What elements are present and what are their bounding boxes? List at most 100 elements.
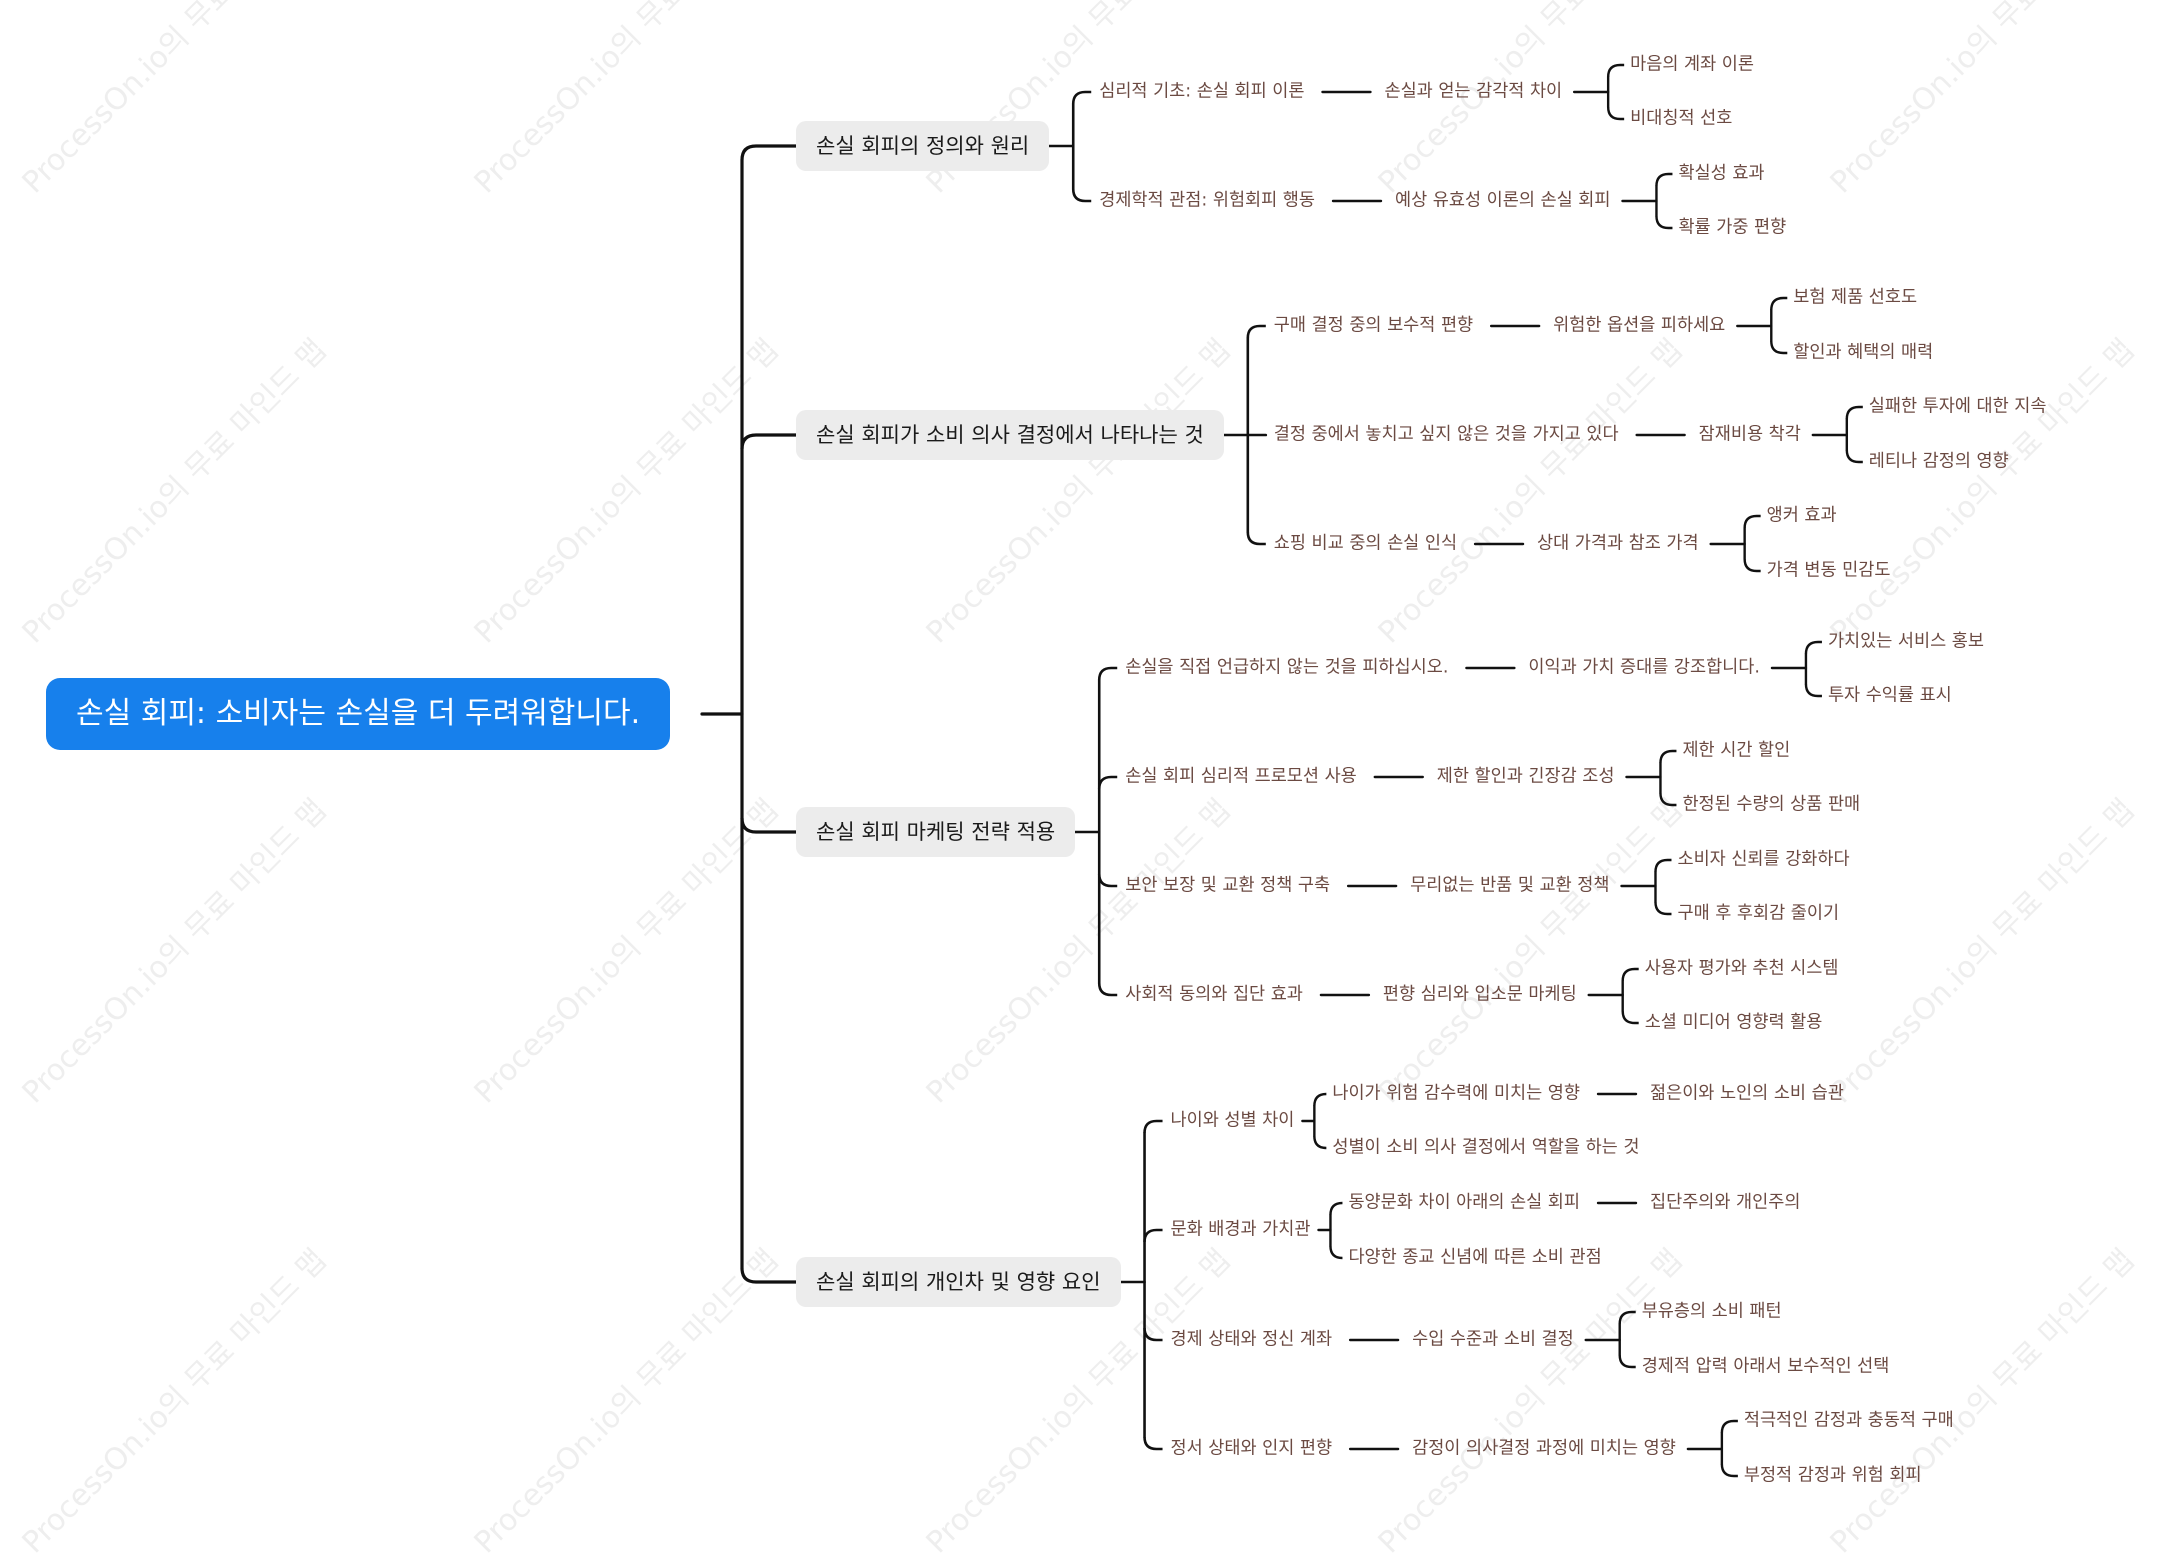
connector-bracket <box>1313 1135 1327 1150</box>
connector-bracket <box>1720 1463 1738 1478</box>
connector-bracket <box>1143 1436 1163 1451</box>
connector-bracket <box>1845 405 1863 420</box>
topic-level3[interactable]: 수입 수준과 소비 결정 <box>1412 1329 1574 1350</box>
branch-node[interactable]: 손실 회피의 정의와 원리 <box>796 121 1050 171</box>
connector-bracket <box>1606 106 1625 121</box>
connector-bracket <box>1743 558 1761 573</box>
topic-level4[interactable]: 구매 후 후회감 줄이기 <box>1677 903 1840 924</box>
connector-bracket <box>1313 1092 1327 1107</box>
branch-node[interactable]: 손실 회피가 소비 의사 결정에서 나타나는 것 <box>796 410 1224 460</box>
connector-bracket <box>740 433 796 450</box>
topic-level4[interactable]: 가격 변동 민감도 <box>1766 560 1891 581</box>
topic-level4[interactable]: 부유층의 소비 패턴 <box>1641 1301 1782 1322</box>
topic-level4[interactable]: 소셜 미디어 영향력 활용 <box>1644 1012 1823 1033</box>
topic-level4[interactable]: 비대칭적 선호 <box>1630 108 1733 129</box>
topic-level3[interactable]: 상대 가격과 참조 가격 <box>1537 533 1699 554</box>
connector-bracket <box>1659 749 1677 764</box>
topic-level3[interactable]: 이익과 가치 증대를 강조합니다. <box>1528 657 1760 678</box>
topic-level4[interactable]: 사용자 평가와 추천 시스템 <box>1644 958 1839 979</box>
topic-level2[interactable]: 경제 상태와 정신 계좌 <box>1170 1329 1333 1350</box>
connector-bracket <box>1743 514 1761 529</box>
topic-level4[interactable]: 제한 시간 할인 <box>1682 740 1791 761</box>
topic-level3[interactable]: 동양문화 차이 아래의 손실 회피 <box>1348 1192 1581 1213</box>
connector-bracket <box>1618 1310 1636 1325</box>
connector-bracket <box>1329 1245 1343 1260</box>
topic-level4[interactable]: 확실성 효과 <box>1678 163 1765 184</box>
connector-bracket <box>1618 1354 1636 1369</box>
connector-bracket <box>1143 1119 1163 1134</box>
connector-bracket <box>1720 1419 1738 1434</box>
topic-level4[interactable]: 적극적인 감정과 충동적 구매 <box>1743 1410 1954 1431</box>
topic-level2[interactable]: 문화 배경과 가치관 <box>1170 1219 1311 1240</box>
branch-node[interactable]: 손실 회피의 개인차 및 영향 요인 <box>796 1257 1121 1307</box>
topic-level4[interactable]: 레티나 감정의 영향 <box>1868 451 2009 472</box>
connector-bracket <box>1071 90 1092 105</box>
topic-level4[interactable]: 마음의 계좌 이론 <box>1630 54 1754 75</box>
connector-bracket <box>1329 1201 1343 1216</box>
connector-bracket <box>1246 531 1266 546</box>
topic-level3[interactable]: 예상 유효성 이론의 손실 회피 <box>1395 190 1611 211</box>
connector-bracket <box>1143 1228 1163 1243</box>
topic-level4[interactable]: 앵커 효과 <box>1766 505 1837 526</box>
connector-bracket <box>1097 775 1118 790</box>
connector-bracket <box>1621 1010 1639 1025</box>
topic-level3[interactable]: 나이가 위험 감수력에 미치는 영향 <box>1332 1083 1581 1104</box>
topic-level2[interactable]: 손실을 직접 언급하지 않는 것을 피하십시오. <box>1125 657 1449 678</box>
topic-level2[interactable]: 보안 보장 및 교환 정책 구축 <box>1125 875 1331 896</box>
topic-level4[interactable]: 실패한 투자에 대한 지속 <box>1868 396 2047 417</box>
topic-level2[interactable]: 구매 결정 중의 보수적 편향 <box>1273 315 1474 336</box>
connector-bracket <box>1246 324 1266 339</box>
topic-level4[interactable]: 집단주의와 개인주의 <box>1650 1192 1801 1213</box>
topic-level4[interactable]: 가치있는 서비스 홍보 <box>1827 631 1984 652</box>
topic-level4[interactable]: 투자 수익률 표시 <box>1827 685 1952 706</box>
topic-level4[interactable]: 보험 제품 선호도 <box>1793 287 1918 308</box>
topic-level2[interactable]: 경제학적 관점: 위험회피 행동 <box>1099 190 1316 211</box>
connector-bracket <box>1845 449 1863 464</box>
topic-level2[interactable]: 나이와 성별 차이 <box>1170 1110 1295 1131</box>
topic-level4[interactable]: 경제적 압력 아래서 보수적인 선택 <box>1641 1356 1890 1377</box>
connector-bracket <box>740 1267 796 1284</box>
connector-bracket <box>1621 967 1639 982</box>
connector-bracket <box>1097 666 1118 681</box>
topic-level4[interactable]: 확률 가중 편향 <box>1678 217 1787 238</box>
connector-bracket <box>1654 858 1672 873</box>
topic-level2[interactable]: 심리적 기초: 손실 회피 이론 <box>1099 81 1305 102</box>
topic-level3[interactable]: 무리없는 반품 및 교환 정책 <box>1410 875 1610 896</box>
topic-level3[interactable]: 편향 심리와 입소문 마케팅 <box>1382 984 1577 1005</box>
connector-bracket <box>1655 172 1673 187</box>
connector-bracket <box>1655 215 1673 230</box>
topic-level4[interactable]: 부정적 감정과 위험 회피 <box>1743 1465 1922 1486</box>
topic-level4[interactable]: 소비자 신뢰를 강화하다 <box>1677 849 1850 870</box>
connector-bracket <box>1804 640 1822 655</box>
branch-node[interactable]: 손실 회피 마케팅 전략 적용 <box>796 807 1076 857</box>
topic-level4[interactable]: 젊은이와 노인의 소비 습관 <box>1650 1083 1844 1104</box>
connector-bracket <box>1659 792 1677 807</box>
topic-level3[interactable]: 성별이 소비 의사 결정에서 역할을 하는 것 <box>1332 1137 1640 1158</box>
connector-bracket <box>1804 683 1822 698</box>
root-node[interactable]: 손실 회피: 소비자는 손실을 더 두려워합니다. <box>46 678 671 750</box>
topic-level3[interactable]: 위험한 옵션을 피하세요 <box>1553 315 1726 336</box>
connector-bracket <box>1770 296 1788 311</box>
topic-level3[interactable]: 손실과 얻는 감각적 차이 <box>1384 81 1563 102</box>
connector-bracket <box>1097 873 1118 888</box>
connector-bracket <box>1097 982 1118 997</box>
topic-level4[interactable]: 할인과 혜택의 매력 <box>1793 342 1934 363</box>
topic-level2[interactable]: 쇼핑 비교 중의 손실 인식 <box>1273 533 1458 554</box>
topic-level3[interactable]: 감정이 의사결정 과정에 미치는 영향 <box>1412 1438 1676 1459</box>
connector-bracket <box>740 144 796 161</box>
topic-level4[interactable]: 한정된 수량의 상품 판매 <box>1682 794 1861 815</box>
connector-bracket <box>1654 901 1672 916</box>
topic-level3[interactable]: 다양한 종교 신념에 따른 소비 관점 <box>1348 1247 1602 1268</box>
topic-level2[interactable]: 정서 상태와 인지 편향 <box>1170 1438 1333 1459</box>
connector-bracket <box>1071 188 1092 203</box>
topic-level2[interactable]: 사회적 동의와 집단 효과 <box>1125 984 1303 1005</box>
connector-bracket <box>740 817 796 834</box>
topic-level3[interactable]: 제한 할인과 긴장감 조성 <box>1436 766 1615 787</box>
topic-level3[interactable]: 잠재비용 착각 <box>1698 424 1801 445</box>
connector-bracket <box>1770 340 1788 355</box>
topic-level2[interactable]: 결정 중에서 놓치고 싶지 않은 것을 가지고 있다 <box>1273 424 1619 445</box>
topic-level2[interactable]: 손실 회피 심리적 프로모션 사용 <box>1125 766 1357 787</box>
connector-bracket <box>1606 63 1625 78</box>
connector-bracket <box>1143 1327 1163 1342</box>
